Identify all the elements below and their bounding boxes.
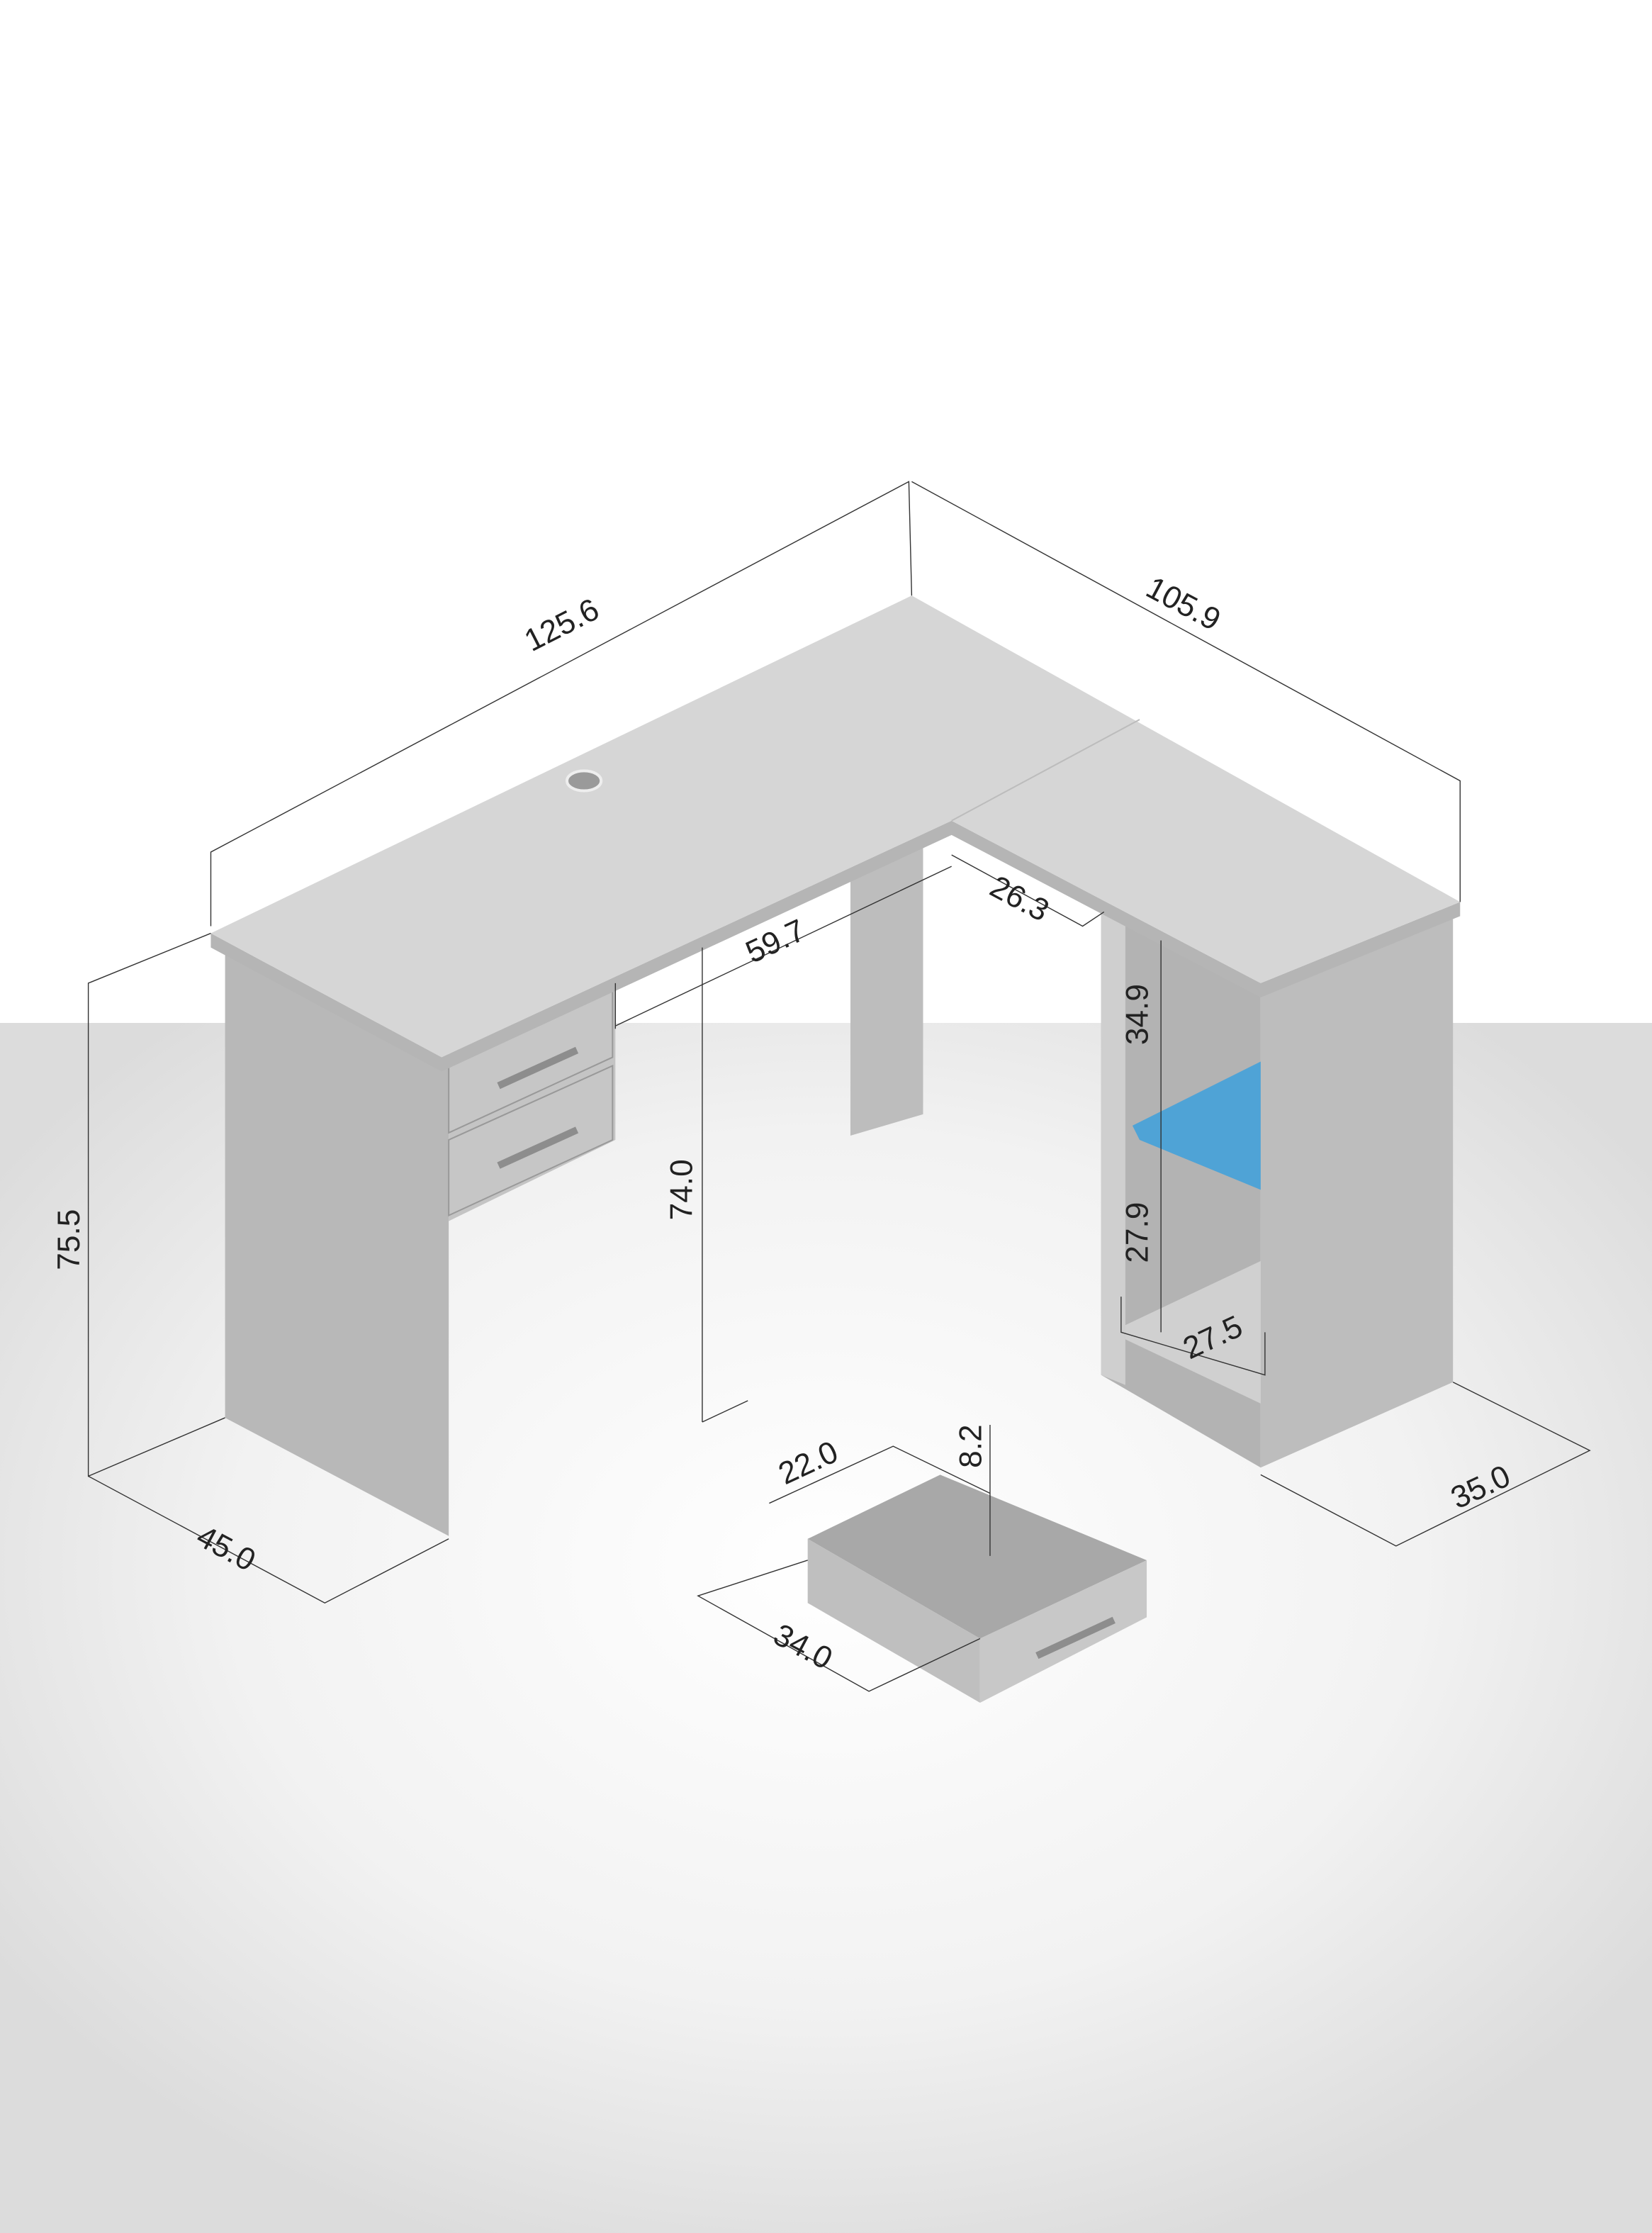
desktop-seam xyxy=(951,719,1140,822)
dim-total-height: 75.5 xyxy=(52,1209,86,1270)
drawer-front-2 xyxy=(448,1064,614,1217)
dimension-labels: 125.6 105.9 26.3 59.7 34.9 74.0 75.5 27.… xyxy=(52,570,1515,1677)
drawer-left-side xyxy=(807,1538,980,1703)
right-pedestal-side xyxy=(1260,912,1454,1468)
cable-grommet xyxy=(565,769,603,793)
drawer-handle-1 xyxy=(497,1046,579,1090)
dim-upper-shelf-height: 34.9 xyxy=(1120,984,1155,1045)
desk xyxy=(210,595,1461,1703)
drawer-handle xyxy=(1035,1616,1116,1660)
dim-lower-shelf-height: 27.9 xyxy=(1120,1202,1155,1263)
blue-shelf xyxy=(1132,1061,1261,1190)
dim-knee-height: 74.0 xyxy=(664,1159,699,1220)
drawer-front xyxy=(979,1560,1147,1703)
bottom-shelf xyxy=(1125,1260,1261,1404)
drawer-inside xyxy=(807,1474,1147,1639)
dim-drawer-height: 8.2 xyxy=(954,1424,989,1467)
desktop-surface xyxy=(210,595,1461,1058)
left-pedestal-side xyxy=(225,947,449,1536)
right-pedestal-front-edge xyxy=(1101,912,1125,1385)
drawer-handle-2 xyxy=(497,1126,579,1169)
dimension-lines xyxy=(87,481,1591,1692)
middle-leg xyxy=(850,843,923,1136)
